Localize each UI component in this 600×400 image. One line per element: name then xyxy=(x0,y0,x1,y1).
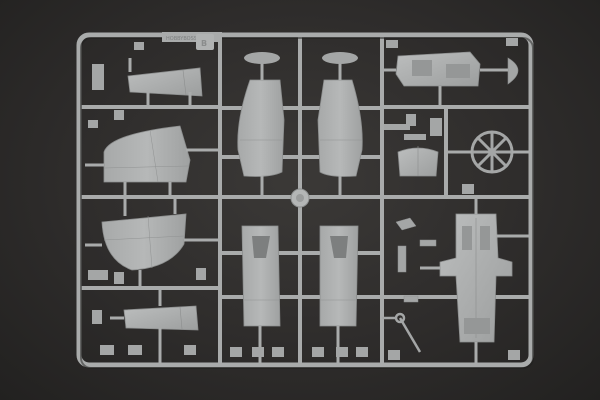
small-part xyxy=(88,268,206,355)
cockpit-tub xyxy=(397,146,439,177)
outer-frame xyxy=(76,32,534,368)
fuselage-half-left xyxy=(237,79,285,177)
flap-lower-left xyxy=(123,305,199,331)
fuselage-lower-left xyxy=(241,225,281,327)
wing-panel-left-upper xyxy=(103,125,191,183)
svg-text:B: B xyxy=(201,39,207,48)
sprue-tag: HOBBYBOSS B xyxy=(162,32,222,50)
fuselage-half-right xyxy=(317,79,363,177)
cockpit-floor xyxy=(439,213,513,343)
wheel-hub xyxy=(470,130,514,174)
fuselage-lower-right xyxy=(319,225,359,327)
flap-upper-left xyxy=(127,67,203,97)
wing-panel-left-lower xyxy=(101,213,187,271)
svg-text:HOBBYBOSS: HOBBYBOSS xyxy=(166,36,197,42)
bulkhead xyxy=(395,51,481,87)
